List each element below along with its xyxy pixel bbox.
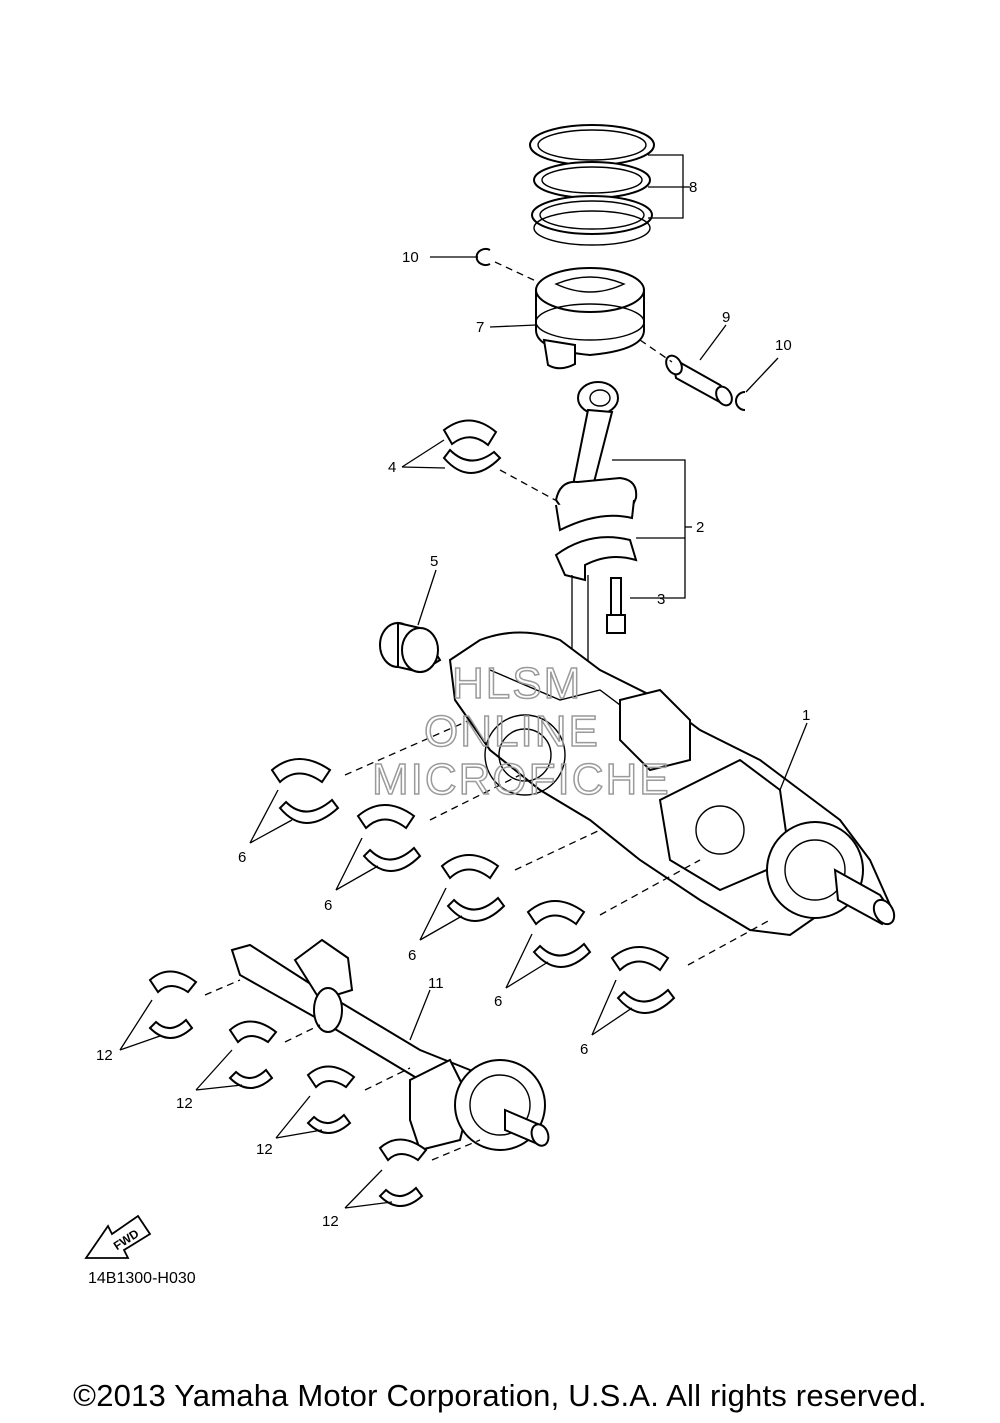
main-bearing-1 [270, 758, 340, 824]
piston [535, 267, 645, 370]
watermark-line-1: HLSM [452, 659, 582, 708]
main-bearing-2 [356, 804, 422, 872]
callout-6e: 6 [580, 1041, 588, 1058]
callout-6b: 6 [324, 897, 332, 914]
connecting-rod [554, 381, 638, 582]
copyright-notice: ©2013 Yamaha Motor Corporation, U.S.A. A… [73, 1378, 927, 1413]
callout-12d: 12 [322, 1213, 339, 1230]
balancer-bearing-1 [148, 970, 198, 1039]
callout-10b: 10 [775, 337, 792, 354]
watermark-line-2: ONLINE [424, 707, 600, 756]
balancer-bearing-3 [306, 1065, 356, 1134]
callout-9: 9 [722, 309, 730, 326]
balancer-bearing-2 [228, 1020, 278, 1089]
callout-2: 2 [696, 519, 704, 536]
circlip-top [475, 248, 491, 266]
callout-5: 5 [430, 553, 438, 570]
circlip-right [735, 391, 746, 411]
balancer-gear-sleeve [379, 621, 442, 674]
diagram-code: 14B1300-H030 [88, 1270, 196, 1287]
balancer-bearing-4 [378, 1138, 428, 1207]
main-bearing-3 [440, 854, 506, 922]
main-bearing-5 [610, 946, 676, 1014]
piston-rings [529, 124, 655, 246]
balancer-shaft [230, 938, 550, 1152]
callout-6d: 6 [494, 993, 502, 1010]
callout-10a: 10 [402, 249, 419, 266]
callout-12b: 12 [176, 1095, 193, 1112]
watermark: HLSM ONLINE MICROFICHE [371, 658, 671, 805]
conrod-bolt [606, 577, 626, 634]
piston-pin [665, 354, 733, 407]
main-bearing-4 [526, 900, 592, 968]
crankshaft [448, 631, 896, 937]
callout-6c: 6 [408, 947, 416, 964]
forward-arrow-icon: FWD [84, 1214, 152, 1259]
callout-12a: 12 [96, 1047, 113, 1064]
callout-8: 8 [689, 179, 697, 196]
callout-3: 3 [657, 591, 665, 608]
callout-4: 4 [388, 459, 396, 476]
callout-1: 1 [802, 707, 810, 724]
callout-12c: 12 [256, 1141, 273, 1158]
callout-11: 11 [428, 975, 444, 992]
watermark-line-3: MICROFICHE [372, 755, 671, 804]
big-end-bearings [442, 419, 502, 474]
callout-7: 7 [476, 319, 484, 336]
callout-6a: 6 [238, 849, 246, 866]
